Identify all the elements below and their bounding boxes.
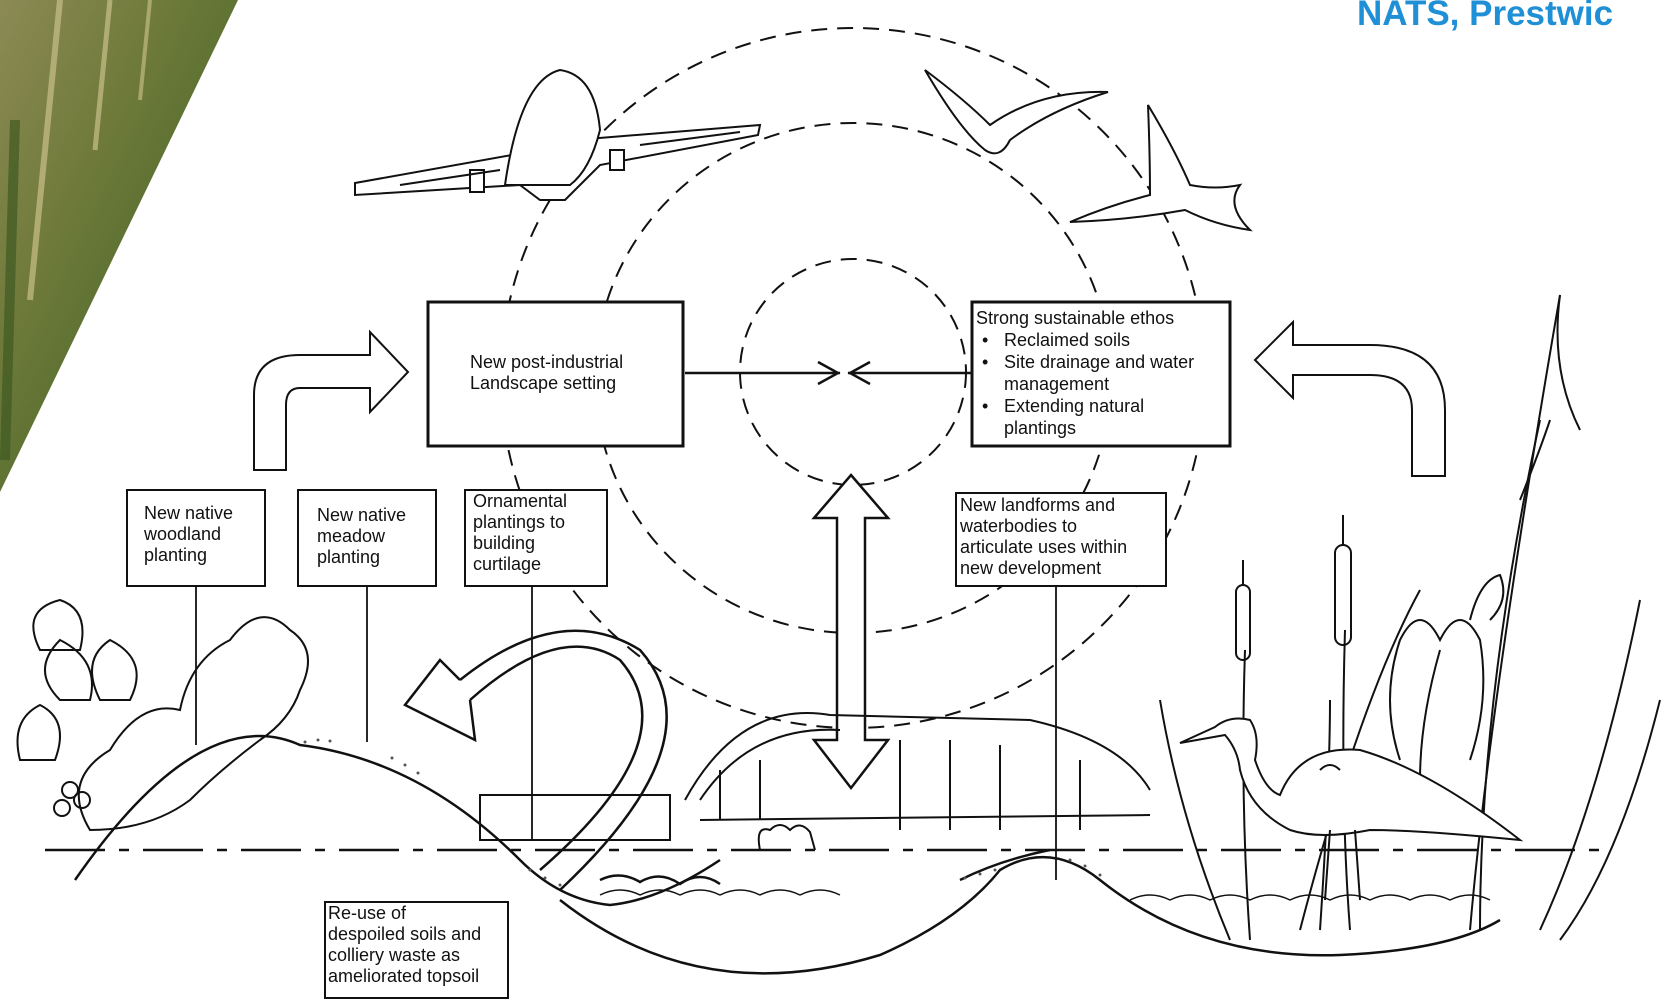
left-curved-arrow — [253, 329, 410, 471]
goose-icon — [1069, 104, 1253, 232]
terrain — [73, 734, 1501, 975]
leader-lines — [195, 586, 1057, 880]
landforms-label: New landforms and waterbodies to articul… — [960, 495, 1128, 578]
ethos-title: Strong sustainable ethos — [976, 308, 1175, 328]
converging-arrows — [685, 360, 972, 386]
right-curved-arrow — [1253, 319, 1446, 477]
grass-photo-corner — [0, 0, 238, 492]
soil-stipple — [303, 738, 1102, 887]
ethos-bullets: Reclaimed soils Site drainage and water … — [976, 329, 1226, 439]
water-waves — [599, 889, 1491, 901]
ethos-box-text: Strong sustainable ethos Reclaimed soils… — [976, 307, 1226, 439]
ornamental-label: Ornamental plantings to building curtila… — [473, 491, 568, 574]
gull-icon — [924, 69, 1109, 155]
heron-icon — [1179, 717, 1524, 901]
swirl-arrow — [403, 629, 668, 891]
center-box-text: New post-industrial Landscape setting — [470, 352, 624, 393]
ethos-bullet: Reclaimed soils — [982, 329, 1226, 351]
reuse-label: Re-use of despoiled soils and colliery w… — [328, 903, 482, 986]
building-icon — [479, 712, 1151, 851]
page-title: NATS, Prestwic — [1357, 0, 1614, 33]
ethos-bullet: Site drainage and water management — [982, 351, 1226, 395]
woodland-label: New native woodland planting — [144, 503, 234, 565]
tree-icon — [16, 598, 309, 832]
meadow-label: New native meadow planting — [317, 505, 407, 567]
label-boxes — [126, 489, 1167, 999]
ethos-bullet: Extending natural plantings — [982, 395, 1226, 439]
vertical-double-arrow — [811, 473, 891, 791]
airplane-icon — [354, 68, 762, 201]
iris-icon — [1389, 573, 1505, 781]
center-box — [426, 300, 685, 448]
